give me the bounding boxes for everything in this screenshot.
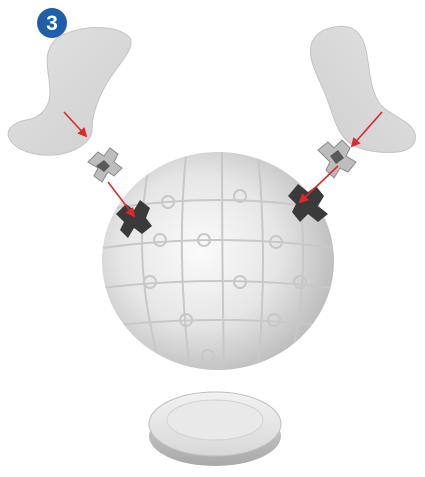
left-connector-piece bbox=[88, 148, 122, 182]
left-fin bbox=[8, 28, 131, 156]
right-connector-piece bbox=[318, 140, 356, 178]
round-base bbox=[149, 392, 281, 466]
puzzle-sphere bbox=[102, 152, 334, 370]
